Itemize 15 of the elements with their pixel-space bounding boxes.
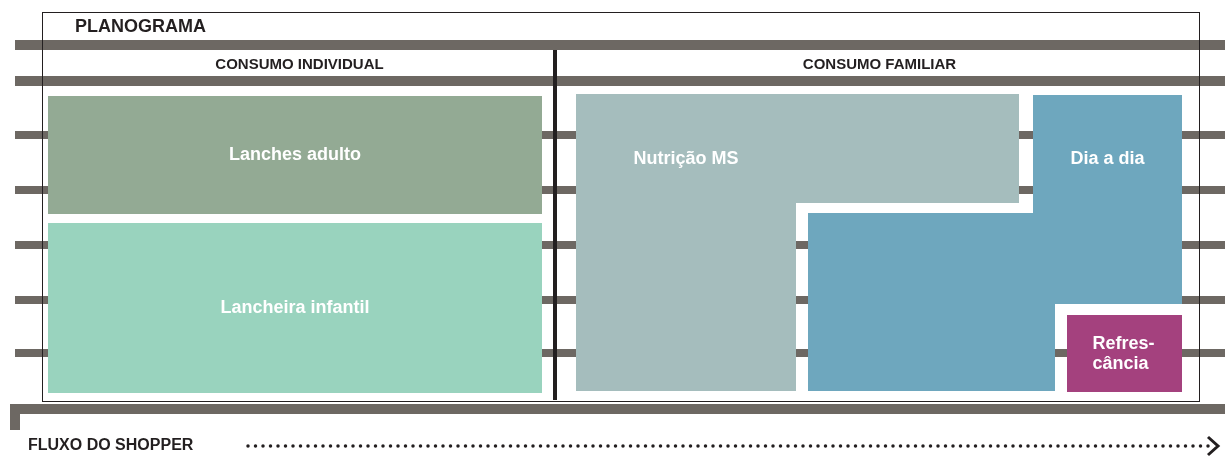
category-label: Lanches adulto bbox=[229, 145, 361, 165]
category-label: Nutrição MS bbox=[633, 149, 739, 169]
category-block bbox=[48, 96, 542, 214]
category-label: Dia a dia bbox=[1070, 149, 1145, 169]
planogram-frame bbox=[42, 12, 1200, 402]
planogram-title: PLANOGRAMA bbox=[75, 16, 206, 37]
category-block bbox=[48, 223, 542, 393]
section-heading: CONSUMO FAMILIAR bbox=[801, 55, 958, 72]
category-block bbox=[808, 95, 1182, 391]
category-block bbox=[576, 94, 1019, 391]
category-block bbox=[1067, 315, 1182, 392]
flow-label: FLUXO DO SHOPPER bbox=[28, 436, 194, 454]
section-heading: CONSUMO INDIVIDUAL bbox=[214, 55, 385, 72]
category-label: Refres- cância bbox=[1092, 333, 1156, 374]
category-label: Lancheira infantil bbox=[220, 298, 370, 318]
